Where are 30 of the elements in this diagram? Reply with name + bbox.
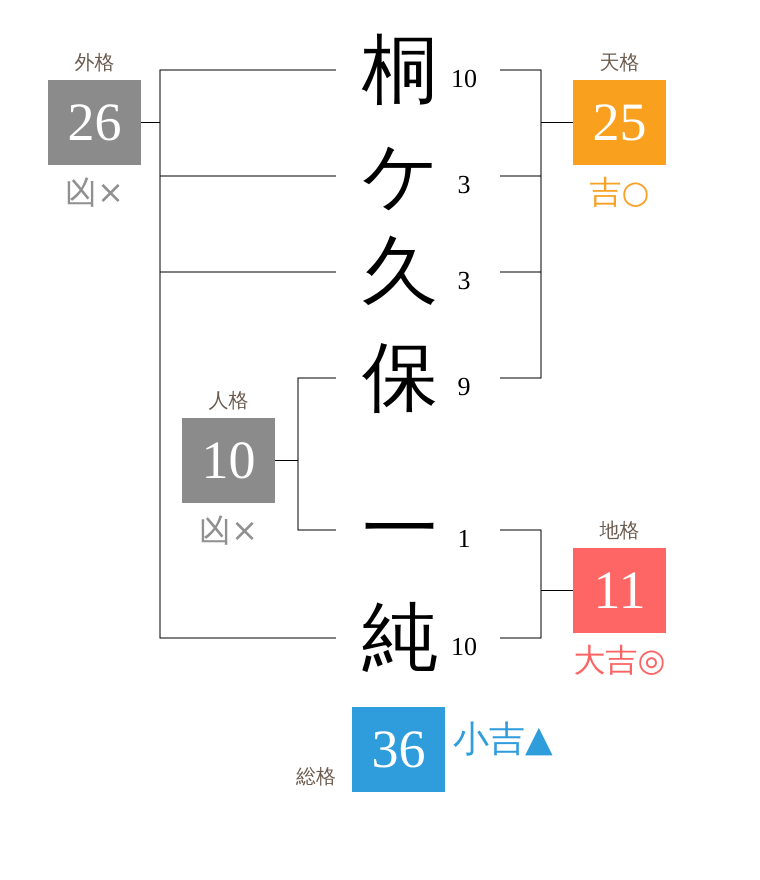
- kanji-character: ケ: [362, 133, 440, 220]
- category-heading: 外格: [74, 50, 114, 74]
- fortune-result: 凶×: [65, 173, 124, 211]
- category-heading: 総格: [296, 764, 336, 788]
- fortune-result: 吉○: [590, 173, 650, 211]
- score-number: 10: [200, 429, 256, 492]
- score-number: 26: [66, 91, 122, 154]
- fortune-result: 大吉◎: [574, 641, 666, 679]
- stroke-count: 3: [456, 266, 472, 296]
- kanji-character: 純: [362, 595, 438, 682]
- category-heading: 地格: [600, 518, 640, 542]
- fortune-result: 小吉▲: [453, 721, 553, 759]
- kanji-character: 保: [362, 335, 438, 422]
- fortune-result: 凶×: [199, 511, 258, 549]
- score-number: 11: [592, 559, 646, 622]
- bracket-line: [274, 460, 336, 530]
- stroke-count: 1: [456, 524, 472, 554]
- category-heading: 人格: [208, 388, 248, 412]
- stroke-count: 3: [456, 170, 472, 200]
- stroke-count: 10: [450, 632, 478, 662]
- category-heading: 天格: [600, 50, 640, 74]
- bracket-line: [500, 590, 574, 638]
- kanji-character: 桐: [362, 27, 438, 114]
- score-number: 36: [370, 718, 426, 781]
- score-number: 25: [592, 91, 648, 154]
- stroke-count: 9: [456, 372, 472, 402]
- bracket-line: [500, 122, 574, 378]
- stroke-count: 10: [450, 64, 478, 94]
- kanji-character: 久: [362, 229, 438, 316]
- kanji-character: 一: [362, 487, 438, 574]
